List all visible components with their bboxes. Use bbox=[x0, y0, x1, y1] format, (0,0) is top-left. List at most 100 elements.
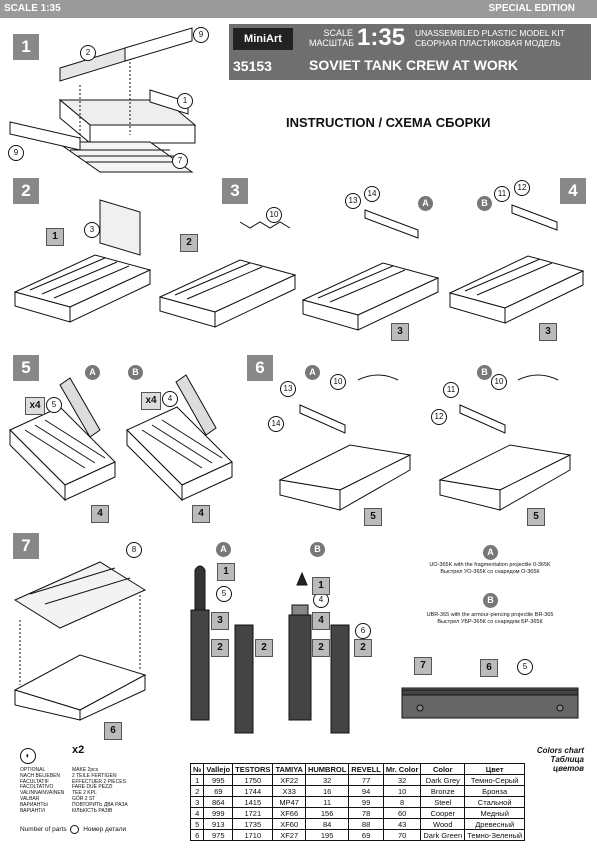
part-box-2b: 2 bbox=[211, 639, 229, 657]
brand-logo: MiniArt bbox=[233, 28, 293, 50]
variant-a-step3: A bbox=[418, 196, 433, 211]
callout-8: 8 bbox=[126, 542, 142, 558]
callout-7: 7 bbox=[172, 153, 188, 169]
colors-cell: Cooper bbox=[420, 807, 466, 819]
colors-cell: 156 bbox=[304, 807, 350, 819]
callout-5c: 5 bbox=[517, 659, 533, 675]
colors-cell: 60 bbox=[382, 807, 422, 819]
colors-header-cell: № bbox=[189, 763, 205, 775]
callout-9b: 9 bbox=[8, 145, 24, 161]
step-1-badge: 1 bbox=[13, 34, 39, 60]
colors-cell: 69 bbox=[348, 829, 384, 841]
shell-a bbox=[190, 565, 254, 734]
step-3-right-crate bbox=[301, 209, 440, 331]
colors-cell: 84 bbox=[304, 818, 350, 830]
colors-cell: XF27 bbox=[272, 829, 306, 841]
part-box-2: 2 bbox=[180, 234, 198, 252]
colors-cell: 8 bbox=[382, 796, 422, 808]
part-box-6a: 6 bbox=[104, 722, 122, 740]
part-box-1c: 1 bbox=[312, 577, 330, 595]
colors-cell: 99 bbox=[348, 796, 384, 808]
variant-b-step3: B bbox=[477, 196, 492, 211]
colors-cell: 2 bbox=[189, 785, 205, 797]
callout-10c: 10 bbox=[491, 374, 507, 390]
callout-14b: 14 bbox=[268, 416, 284, 432]
callout-11b: 11 bbox=[443, 382, 459, 398]
closed-crate bbox=[401, 687, 579, 719]
part-box-1b: 1 bbox=[217, 563, 235, 581]
callout-12a: 12 bbox=[514, 180, 530, 196]
colors-cell: 32 bbox=[382, 774, 422, 786]
step-5-badge: 5 bbox=[13, 355, 39, 381]
callout-1a: 1 bbox=[177, 93, 193, 109]
colors-cell: 913 bbox=[203, 818, 234, 830]
callout-11a: 11 bbox=[494, 186, 510, 202]
callout-5a: 5 bbox=[46, 397, 62, 413]
colors-cell: 1735 bbox=[232, 818, 274, 830]
colors-header-cell: Mr. Color bbox=[382, 763, 422, 775]
colors-cell: Wood bbox=[420, 818, 466, 830]
variant-a-note: A bbox=[483, 545, 498, 560]
part-box-1a: 1 bbox=[46, 228, 64, 246]
colors-cell: X33 bbox=[272, 785, 306, 797]
colors-header-cell: TAMIYA bbox=[272, 763, 306, 775]
colors-cell: Bronze bbox=[420, 785, 466, 797]
variant-b-shell: B bbox=[310, 542, 325, 557]
part-box-2c: 2 bbox=[255, 639, 273, 657]
colors-cell: 995 bbox=[203, 774, 234, 786]
colors-cell: 94 bbox=[348, 785, 384, 797]
part-box-2e: 2 bbox=[354, 639, 372, 657]
callout-12b: 12 bbox=[431, 409, 447, 425]
colors-cell: Бронза bbox=[464, 785, 526, 797]
note-variant-b: UBR-365 with the armour-piercing project… bbox=[426, 612, 554, 625]
step-3-crate bbox=[158, 221, 297, 328]
callout-6a: 6 bbox=[355, 623, 371, 639]
colors-cell: MP47 bbox=[272, 796, 306, 808]
step-5-crate-b bbox=[126, 374, 233, 502]
colors-cell: XF60 bbox=[272, 818, 306, 830]
callout-3a: 3 bbox=[84, 222, 100, 238]
colors-cell: 1 bbox=[189, 774, 205, 786]
multiplier-x4-b: x4 bbox=[141, 392, 161, 410]
colors-cell: 77 bbox=[348, 774, 384, 786]
colors-cell: 4 bbox=[189, 807, 205, 819]
make-two-icon: x2 bbox=[72, 744, 85, 756]
colors-cell: 1744 bbox=[232, 785, 274, 797]
colors-cell: 70 bbox=[382, 829, 422, 841]
colors-cell: XF22 bbox=[272, 774, 306, 786]
variant-a-shell: A bbox=[216, 542, 231, 557]
part-box-2d: 2 bbox=[312, 639, 330, 657]
instruction-title: INSTRUCTION / СХЕМА СБОРКИ bbox=[286, 115, 491, 130]
callout-4a: 4 bbox=[162, 391, 178, 407]
colors-cell: 78 bbox=[348, 807, 384, 819]
variant-b-note: B bbox=[483, 593, 498, 608]
colors-cell: 6 bbox=[189, 829, 205, 841]
part-box-3a: 3 bbox=[391, 323, 409, 341]
nomer-detali-label: Номер детали bbox=[83, 826, 127, 834]
colors-cell: 11 bbox=[304, 796, 350, 808]
colors-cell: 10 bbox=[382, 785, 422, 797]
part-box-5b: 5 bbox=[527, 508, 545, 526]
step-3-badge: 3 bbox=[222, 178, 248, 204]
colors-cell: 1415 bbox=[232, 796, 274, 808]
colors-header-cell: Color bbox=[420, 763, 466, 775]
colors-cell: Темно-Зеленый bbox=[464, 829, 526, 841]
step-6-badge: 6 bbox=[247, 355, 273, 381]
colors-header-cell: REVELL bbox=[348, 763, 384, 775]
colors-cell: 864 bbox=[203, 796, 234, 808]
variant-b-step6: B bbox=[477, 365, 492, 380]
step-4-badge: 4 bbox=[560, 178, 586, 204]
multiplier-x4-a: x4 bbox=[25, 397, 45, 415]
step-7-crate bbox=[13, 561, 147, 721]
colors-cell: 1750 bbox=[232, 774, 274, 786]
part-box-4c: 4 bbox=[312, 612, 330, 630]
callout-10b: 10 bbox=[330, 374, 346, 390]
